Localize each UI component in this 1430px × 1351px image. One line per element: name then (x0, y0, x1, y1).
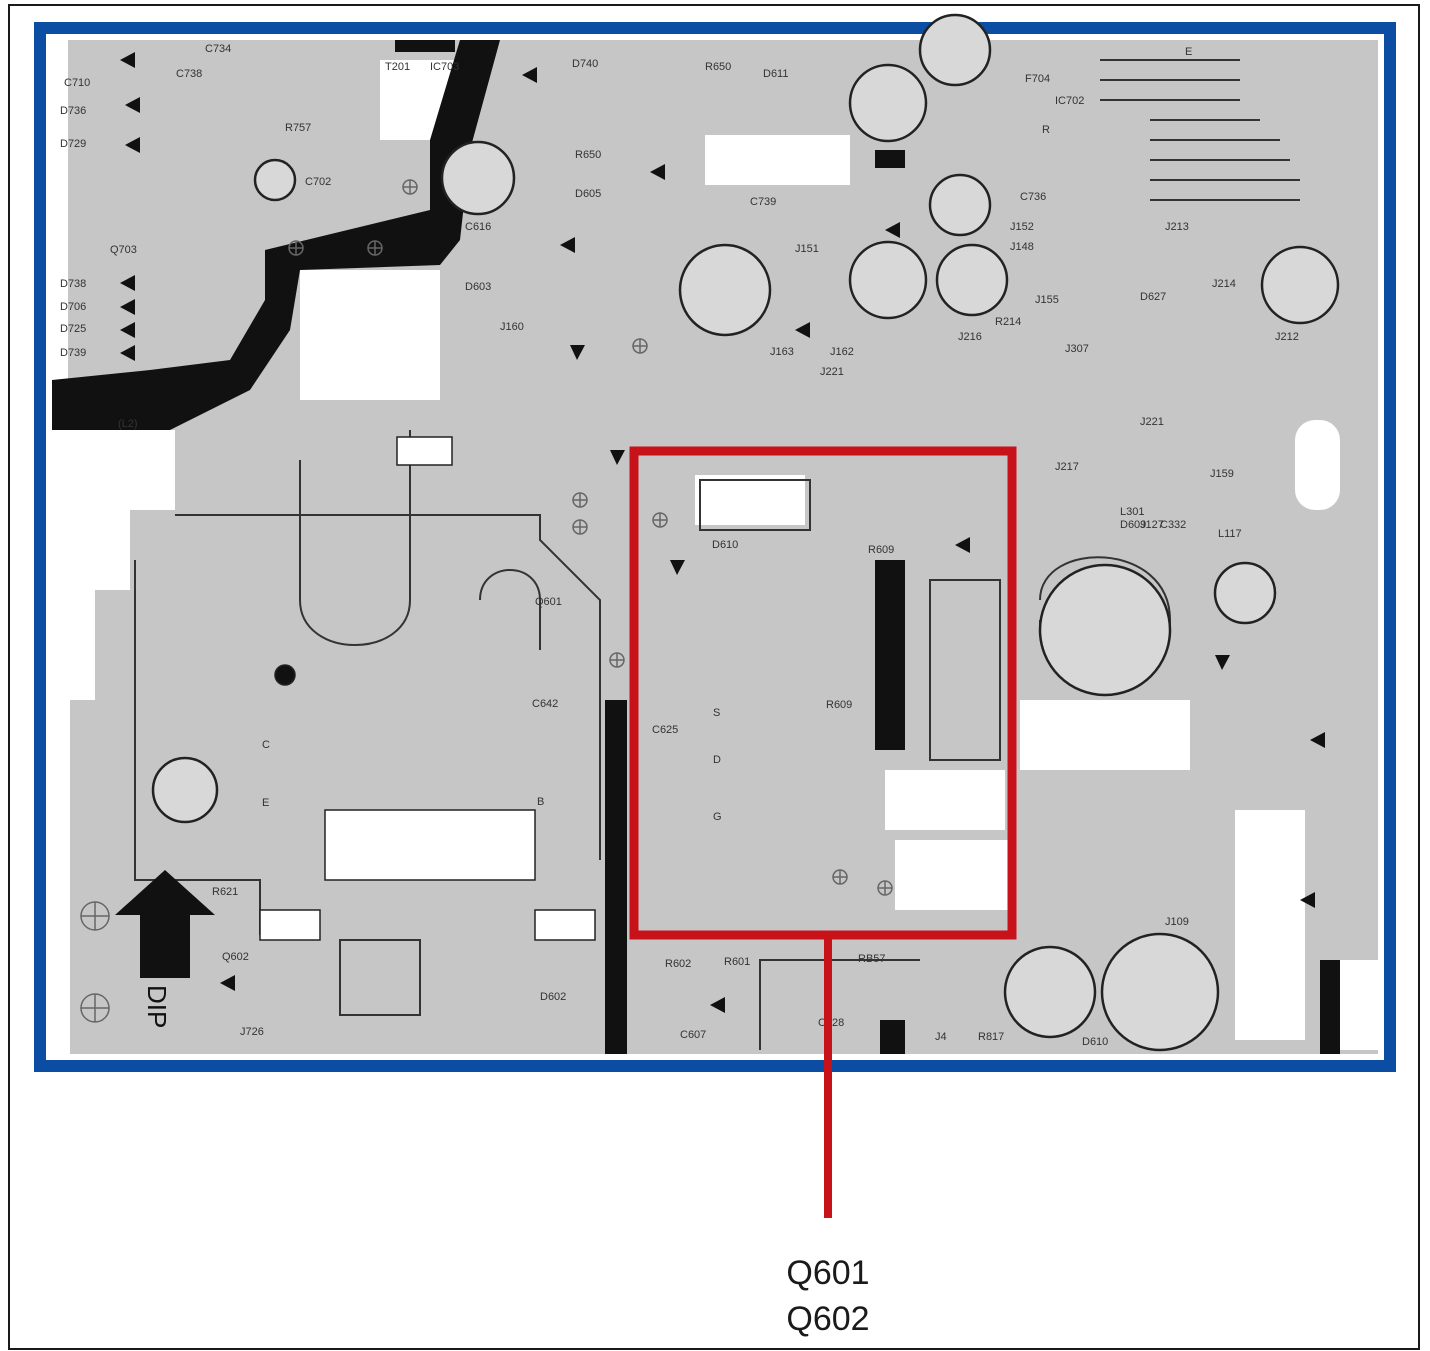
svg-text:IC703: IC703 (430, 61, 459, 73)
svg-text:S: S (713, 707, 720, 719)
svg-text:R757: R757 (285, 122, 311, 134)
dip-arrow-icon (115, 870, 215, 978)
svg-text:J214: J214 (1212, 278, 1236, 290)
svg-text:D729: D729 (60, 138, 86, 150)
svg-text:R621: R621 (212, 886, 238, 898)
test-point-icons (80, 179, 893, 1023)
svg-text:J151: J151 (795, 243, 819, 255)
highlight-box (629, 446, 1017, 940)
svg-text:C739: C739 (750, 196, 776, 208)
svg-text:J162: J162 (830, 346, 854, 358)
transformer-t601 (259, 436, 596, 941)
svg-text:C736: C736 (1020, 191, 1046, 203)
svg-text:D603: D603 (465, 281, 491, 293)
diode-symbols (120, 52, 1325, 1013)
svg-text:J216: J216 (958, 331, 982, 343)
svg-text:J163: J163 (770, 346, 794, 358)
board-border (34, 22, 1396, 1072)
svg-text:J109: J109 (1165, 916, 1189, 928)
svg-text:J307: J307 (1065, 343, 1089, 355)
svg-text:J4: J4 (935, 1031, 947, 1043)
svg-text:C642: C642 (532, 698, 558, 710)
trace-lines (134, 59, 1300, 1050)
copper-pattern (52, 40, 1378, 1054)
callout-label-q602: Q602 (786, 1300, 870, 1338)
svg-text:T201: T201 (385, 61, 410, 73)
svg-text:J213: J213 (1165, 221, 1189, 233)
svg-text:D605: D605 (575, 188, 601, 200)
svg-text:R650: R650 (705, 61, 731, 73)
svg-text:C616: C616 (465, 221, 491, 233)
svg-text:J159: J159 (1210, 468, 1234, 480)
svg-text:J212: J212 (1275, 331, 1299, 343)
callout-label-q601: Q601 (786, 1254, 870, 1292)
svg-text:R601: R601 (724, 956, 750, 968)
svg-text:Q602: Q602 (222, 951, 249, 963)
svg-text:J148: J148 (1010, 241, 1034, 253)
svg-text:J221: J221 (1140, 416, 1164, 428)
svg-text:F704: F704 (1025, 73, 1050, 85)
svg-text:C710: C710 (64, 77, 90, 89)
svg-text:D740: D740 (572, 58, 598, 70)
svg-text:J726: J726 (240, 1026, 264, 1038)
svg-text:D736: D736 (60, 105, 86, 117)
ground-tracks (52, 40, 1340, 1054)
svg-text:C702: C702 (305, 176, 331, 188)
svg-text:C: C (262, 739, 270, 751)
svg-text:D739: D739 (60, 347, 86, 359)
svg-text:B: B (537, 796, 544, 808)
svg-text:D602: D602 (540, 991, 566, 1003)
component-circles (151, 13, 1340, 1052)
svg-text:R650: R650 (575, 149, 601, 161)
svg-text:J152: J152 (1010, 221, 1034, 233)
svg-text:Q601: Q601 (535, 596, 562, 608)
svg-text:C625: C625 (652, 724, 678, 736)
svg-text:(L2): (L2) (118, 418, 138, 430)
svg-text:J127: J127 (1140, 519, 1164, 531)
svg-text:J221: J221 (820, 366, 844, 378)
svg-text:R214: R214 (995, 316, 1021, 328)
svg-text:IC702: IC702 (1055, 95, 1084, 107)
svg-text:C738: C738 (176, 68, 202, 80)
svg-text:C734: C734 (205, 43, 231, 55)
svg-text:D725: D725 (60, 323, 86, 335)
svg-text:R609: R609 (868, 544, 894, 556)
svg-text:D609: D609 (1120, 519, 1146, 531)
svg-text:L301: L301 (1120, 506, 1144, 518)
board-area (52, 40, 1378, 1054)
svg-text:D627: D627 (1140, 291, 1166, 303)
svg-text:D706: D706 (60, 301, 86, 313)
svg-text:D610: D610 (712, 539, 738, 551)
svg-text:R602: R602 (665, 958, 691, 970)
dip-label: DIP (142, 985, 172, 1028)
svg-text:D738: D738 (60, 278, 86, 290)
svg-text:R609: R609 (826, 699, 852, 711)
svg-text:E: E (1185, 46, 1192, 58)
svg-text:L117: L117 (1218, 528, 1242, 540)
svg-text:J155: J155 (1035, 294, 1059, 306)
svg-text:C332: C332 (1160, 519, 1186, 531)
svg-text:J160: J160 (500, 321, 524, 333)
svg-text:Q703: Q703 (110, 244, 137, 256)
svg-text:D611: D611 (763, 68, 788, 80)
svg-text:G: G (713, 811, 722, 823)
svg-text:R: R (1042, 124, 1050, 136)
svg-text:D: D (713, 754, 721, 766)
figure-frame (8, 4, 1420, 1350)
svg-text:R817: R817 (978, 1031, 1004, 1043)
svg-text:E: E (262, 797, 269, 809)
svg-text:J217: J217 (1055, 461, 1079, 473)
svg-text:RB57: RB57 (858, 953, 886, 965)
svg-text:C607: C607 (680, 1029, 706, 1041)
svg-text:D610: D610 (1082, 1036, 1108, 1048)
